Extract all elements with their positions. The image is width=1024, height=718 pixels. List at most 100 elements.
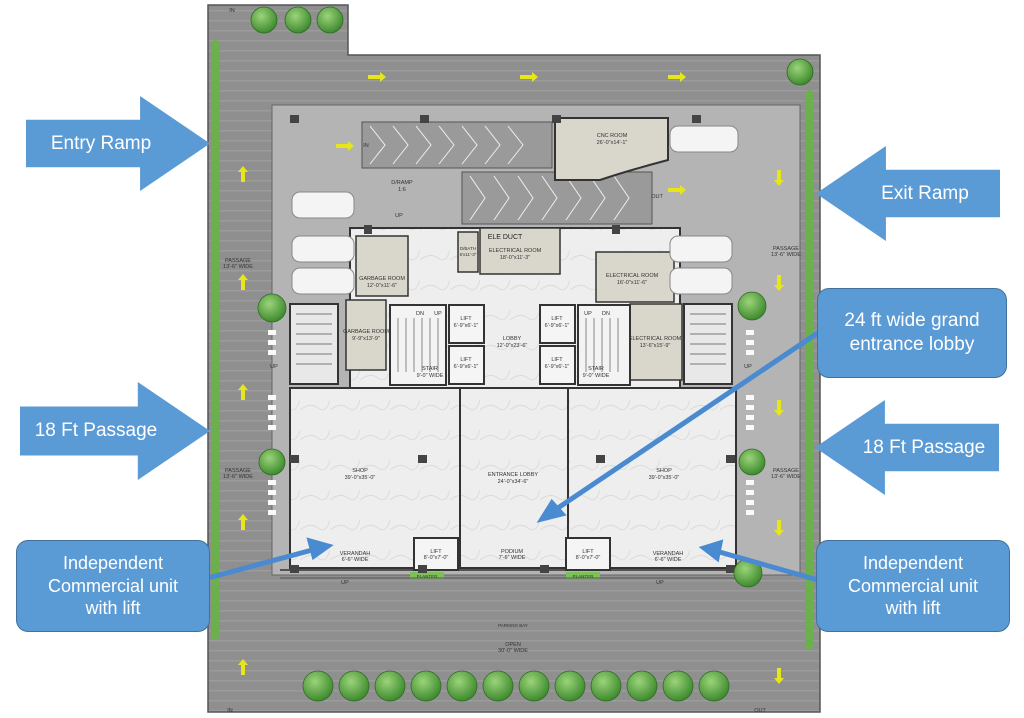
commercial-unit-right-callout: Independent Commercial unit with lift (816, 540, 1010, 632)
cars (291, 125, 739, 295)
commercial-unit-left-line3: with lift (85, 598, 141, 619)
lift-b-label: LIFT (460, 357, 472, 363)
dbath-label: D/BATH (460, 246, 476, 251)
side-parking-left (268, 330, 276, 515)
ele-duct-label: ELE DUCT (488, 234, 523, 241)
podium-size: 7'-6" WIDE (499, 555, 526, 561)
lift-a-size: 6'-9"x6'-1" (454, 323, 479, 329)
electrical-room-right (595, 251, 675, 303)
lift-small-left-size: 8'-0"x7'-0" (424, 555, 449, 561)
entry-ramp-hatch (369, 125, 524, 165)
electrical-room-right2-size: 13'-6"x15'-9" (640, 343, 671, 349)
out-ramp-label: OUT (651, 194, 663, 200)
lift-small-right-size: 8'-0"x7'-0" (576, 555, 601, 561)
cnc-room-label: CNC ROOM (597, 133, 628, 139)
dn-left-label: DN (416, 311, 424, 317)
passage-right-bottom-label: PASSAGE (773, 468, 799, 474)
lift-b (448, 345, 485, 385)
lobby-size: 12'-0"x23'-6" (497, 343, 528, 349)
podium-label: PODIUM (501, 549, 523, 555)
up-label-2: UP (744, 364, 752, 370)
passage-right-bottom-size: 13'-6" WIDE (771, 474, 801, 480)
passage-right-callout-label: 18 Ft Passage (862, 437, 986, 458)
commercial-unit-right-line1: Independent (862, 553, 964, 574)
lift-d-size: 6'-9"x6'-1" (545, 364, 570, 370)
verandah-right-label: VERANDAH (653, 551, 684, 557)
passage-left-callout-label: 18 Ft Passage (34, 420, 158, 441)
passage-right-top-label: PASSAGE (773, 246, 799, 252)
garbage-room (355, 235, 409, 297)
open-size: 30'-0" WIDE (498, 648, 528, 654)
up-right-label: UP (584, 311, 592, 317)
stair-left-size: 9'-0" WIDE (417, 373, 444, 379)
up-label-3: UP (341, 580, 349, 586)
electrical-room-top (479, 227, 561, 275)
electrical-room-right2 (629, 303, 683, 381)
exit-ramp-label: Exit Ramp (881, 183, 969, 204)
entry-ramp-label: Entry Ramp (50, 133, 152, 154)
grand-lobby-line1: 24 ft wide grand (844, 310, 980, 332)
ramp-slope: 1:6 (398, 187, 406, 193)
side-parking-right (746, 330, 754, 515)
lift-small-right-label: LIFT (582, 549, 594, 555)
commercial-unit-left-line2: Commercial unit (47, 575, 179, 596)
garbage-room2-size: 9'-9"x13'-9" (352, 336, 380, 342)
entrance-lobby-label: ENTRANCE LOBBY (488, 472, 538, 478)
entrance-lobby-size: 24'-0"x34'-6" (498, 479, 529, 485)
dn-right-label: DN (602, 311, 610, 317)
trees (250, 6, 814, 702)
dbath-size: 6'x11'-3" (460, 252, 477, 257)
lift-small-left (413, 537, 459, 571)
electrical-room-top-label: ELECTRICAL ROOM (489, 248, 542, 254)
lift-c (539, 304, 576, 344)
up-left-label: UP (434, 311, 442, 317)
stair-left (389, 304, 447, 386)
lift-c-size: 6'-9"x6'-1" (545, 323, 570, 329)
verandah-left-size: 6'-6" WIDE (342, 557, 369, 563)
ramp-label: D/RAMP (391, 180, 413, 186)
electrical-room-top-size: 18'-0"x11'-3" (500, 255, 530, 261)
passage-left-bottom-label: PASSAGE (225, 468, 251, 474)
lift-small-left-label: LIFT (430, 549, 442, 555)
commercial-unit-left-line1: Independent (62, 553, 164, 574)
electrical-room-right-label: ELECTRICAL ROOM (606, 273, 659, 279)
passage-left-top-size: 13'-6" WIDE (223, 264, 253, 270)
in-top-label: IN (229, 8, 235, 14)
planter-right (566, 572, 600, 579)
in-ramp-label: IN (363, 143, 369, 149)
traffic-arrows (238, 72, 784, 684)
in-bottom-label: IN (227, 708, 233, 714)
parking-label: PARKING BAY (498, 623, 528, 628)
garbage-room-label: GARBAGE ROOM (359, 276, 405, 282)
columns (290, 115, 735, 573)
exit-ramp-hatch (469, 175, 630, 221)
stair-right-label: STAIR (588, 366, 604, 372)
commercial-unit-left-callout: Independent Commercial unit with lift (16, 540, 210, 632)
up-label-1: UP (270, 364, 278, 370)
lift-d (539, 345, 576, 385)
up-label-5: UP (395, 213, 403, 219)
commercial-unit-right-line2: Commercial unit (847, 575, 979, 596)
passage-left-top-label: PASSAGE (225, 258, 251, 264)
shop-left-size: 39'-0"x35'-0" (345, 475, 376, 481)
lift-d-label: LIFT (551, 357, 563, 363)
lift-a (448, 304, 485, 344)
cnc-room-size: 26'-0"x14'-1" (597, 140, 628, 146)
up-label-4: UP (656, 580, 664, 586)
callout-pointers (207, 327, 824, 583)
garbage-room-size: 12'-0"x11'-6" (367, 283, 397, 289)
verandah-left-label: VERANDAH (340, 551, 371, 557)
grand-lobby-line2: entrance lobby (849, 334, 975, 355)
shop-right-label: SHOP (656, 468, 672, 474)
electrical-room-right-size: 16'-0"x11'-6" (617, 280, 647, 286)
commercial-unit-right-line3: with lift (885, 598, 941, 619)
cnc-room (554, 117, 669, 181)
passage-left-bottom-size: 13'-6" WIDE (223, 474, 253, 480)
open-label: OPEN (505, 642, 521, 648)
stair-left-label: STAIR (422, 366, 438, 372)
stair-right (577, 304, 631, 386)
planter-left-label: PLANTER (417, 574, 439, 579)
shop-right-size: 39'-0"x35'-0" (649, 475, 680, 481)
lift-a-label: LIFT (460, 316, 472, 322)
